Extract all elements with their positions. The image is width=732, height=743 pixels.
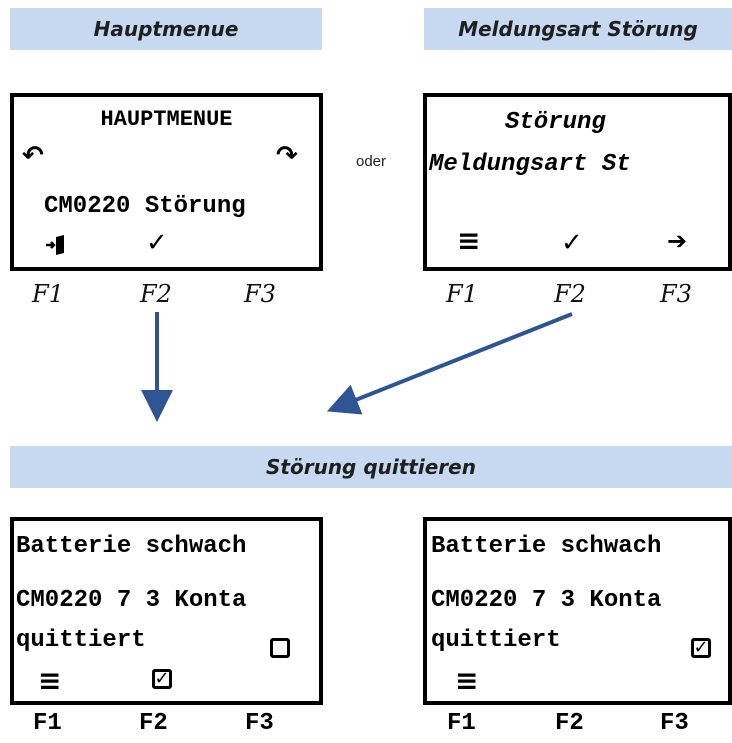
- fkey-f3-ack-right: F3: [660, 710, 689, 737]
- fkey-f2-msgtype: F2: [554, 280, 586, 308]
- checkbox-unchecked[interactable]: [270, 638, 290, 658]
- menu-icon: ≡: [455, 664, 479, 697]
- fkey-f3-msgtype: F3: [660, 280, 692, 308]
- arrow-from-meldungsart: [326, 312, 573, 415]
- lcd-line2: CM0220 7 3 Konta: [16, 587, 247, 614]
- fkey-f2-main: F2: [140, 280, 172, 308]
- redo-arrow-icon: ↷: [276, 141, 298, 171]
- fkey-f1-main: F1: [32, 280, 64, 308]
- fkey-f3-ack-left: F3: [245, 710, 274, 737]
- lcd-line2: CM0220 7 3 Konta: [431, 587, 662, 614]
- lcd-entry: Meldungsart St: [429, 151, 631, 178]
- fkey-f2-ack-right: F2: [555, 710, 584, 737]
- fkey-f1-ack-left: F1: [33, 710, 62, 737]
- fkey-f1-msgtype: F1: [446, 280, 478, 308]
- fkey-f3-main: F3: [244, 280, 276, 308]
- undo-arrow-icon: ↶: [22, 141, 44, 171]
- lcd-ack-right: Batterie schwach CM0220 7 3 Konta quitti…: [423, 517, 732, 705]
- header-hauptmenue: Hauptmenue: [10, 8, 322, 50]
- menu-icon: ≡: [457, 224, 481, 257]
- lcd-entry: CM0220 Störung: [44, 193, 246, 220]
- right-arrow-icon: ➔: [667, 227, 688, 255]
- check-icon: ✓: [561, 228, 583, 258]
- lcd-title: HAUPTMENUE: [100, 107, 233, 132]
- header-meldungsart: Meldungsart Störung: [424, 8, 732, 50]
- checkbox-checked-icon: ✓: [152, 669, 172, 689]
- check-icon: ✓: [146, 228, 168, 258]
- lcd-hauptmenue: HAUPTMENUE ↶ ↷ CM0220 Störung ✓: [10, 93, 323, 271]
- checkbox-checked[interactable]: ✓: [691, 638, 711, 658]
- header-stoerung-quittieren: Störung quittieren: [10, 446, 732, 488]
- lcd-title: Störung: [505, 109, 606, 136]
- lcd-line3: quittiert: [16, 627, 146, 654]
- connector-oder: oder: [356, 153, 387, 170]
- lcd-ack-left: Batterie schwach CM0220 7 3 Konta quitti…: [10, 517, 323, 705]
- lcd-line1: Batterie schwach: [431, 533, 662, 560]
- lcd-meldungsart: Störung Meldungsart St ≡ ✓ ➔: [423, 93, 732, 271]
- fkey-f2-ack-left: F2: [139, 710, 168, 737]
- lcd-line3: quittiert: [431, 627, 561, 654]
- fkey-f1-ack-right: F1: [447, 710, 476, 737]
- exit-icon: [46, 235, 64, 255]
- menu-icon: ≡: [38, 664, 62, 697]
- lcd-line1: Batterie schwach: [16, 533, 247, 560]
